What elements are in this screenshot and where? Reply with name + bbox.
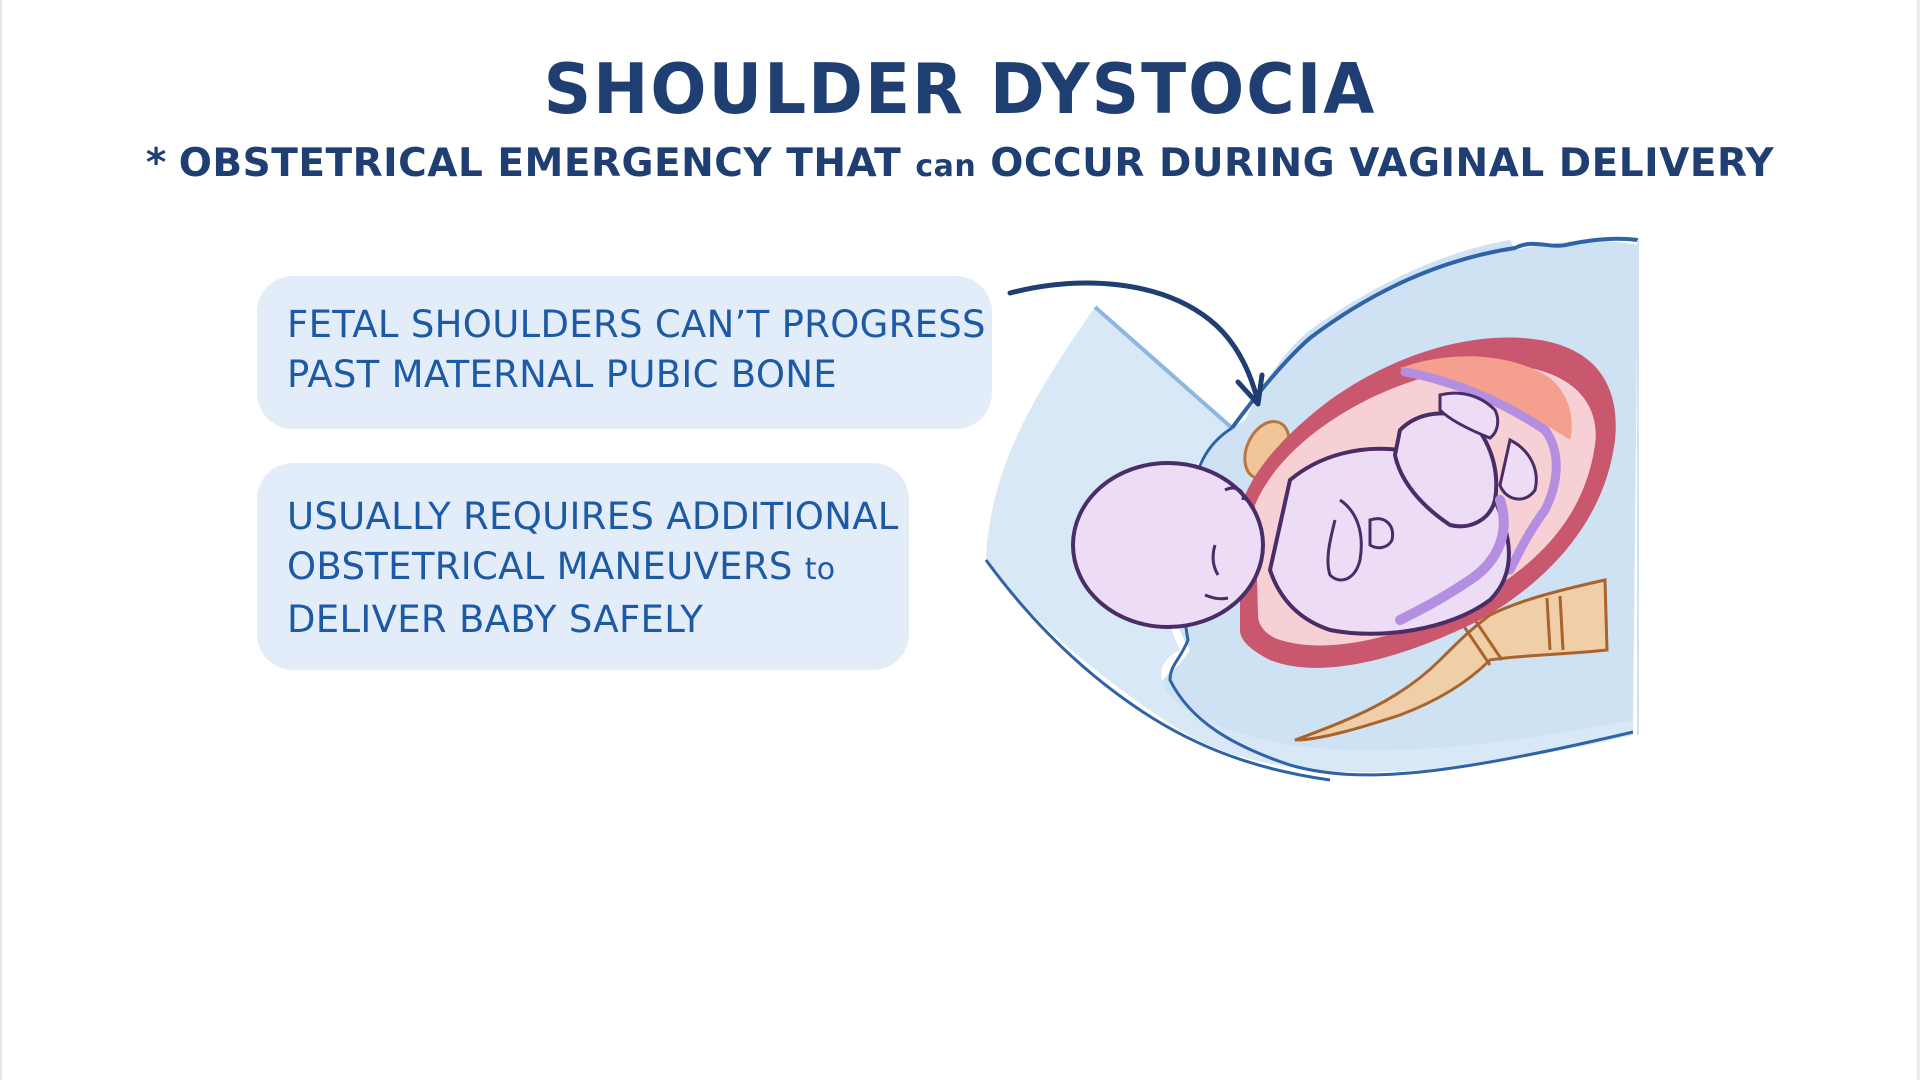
slide-title: SHOULDER DYSTOCIA <box>543 49 1377 130</box>
asterisk-bullet-icon: * <box>145 141 167 186</box>
sacrum-icon <box>1294 578 1609 742</box>
shoulder-dystocia-illustration <box>984 236 1639 782</box>
curved-arrow-icon <box>1007 280 1265 407</box>
note-line: FETAL SHOULDERS CAN’T PROGRESS <box>287 303 986 346</box>
slide-subtitle: *OBSTETRICAL EMERGENCY THAT can OCCUR DU… <box>0 138 1920 193</box>
subtitle-part-1: OBSTETRICAL EMERGENCY THAT <box>178 141 902 186</box>
right-border <box>1917 0 1920 1080</box>
subtitle-part-2: can <box>915 149 977 184</box>
note-box-management: USUALLY REQUIRES ADDITIONAL OBSTETRICAL … <box>257 463 909 670</box>
subtitle-part-3: OCCUR DURING VAGINAL DELIVERY <box>990 141 1775 186</box>
note-line-text: OBSTETRICAL MANEUVERS <box>287 545 793 588</box>
left-border <box>0 0 2 1080</box>
fetus-icon <box>1071 391 1538 636</box>
note-line: OBSTETRICAL MANEUVERS to <box>287 542 909 595</box>
note-box-definition: FETAL SHOULDERS CAN’T PROGRESS PAST MATE… <box>257 276 992 429</box>
note-line-suffix: to <box>804 552 836 587</box>
note-line: USUALLY REQUIRES ADDITIONAL <box>287 495 899 538</box>
note-line: PAST MATERNAL PUBIC BONE <box>287 353 837 396</box>
note-line: DELIVER BABY SAFELY <box>287 598 704 641</box>
